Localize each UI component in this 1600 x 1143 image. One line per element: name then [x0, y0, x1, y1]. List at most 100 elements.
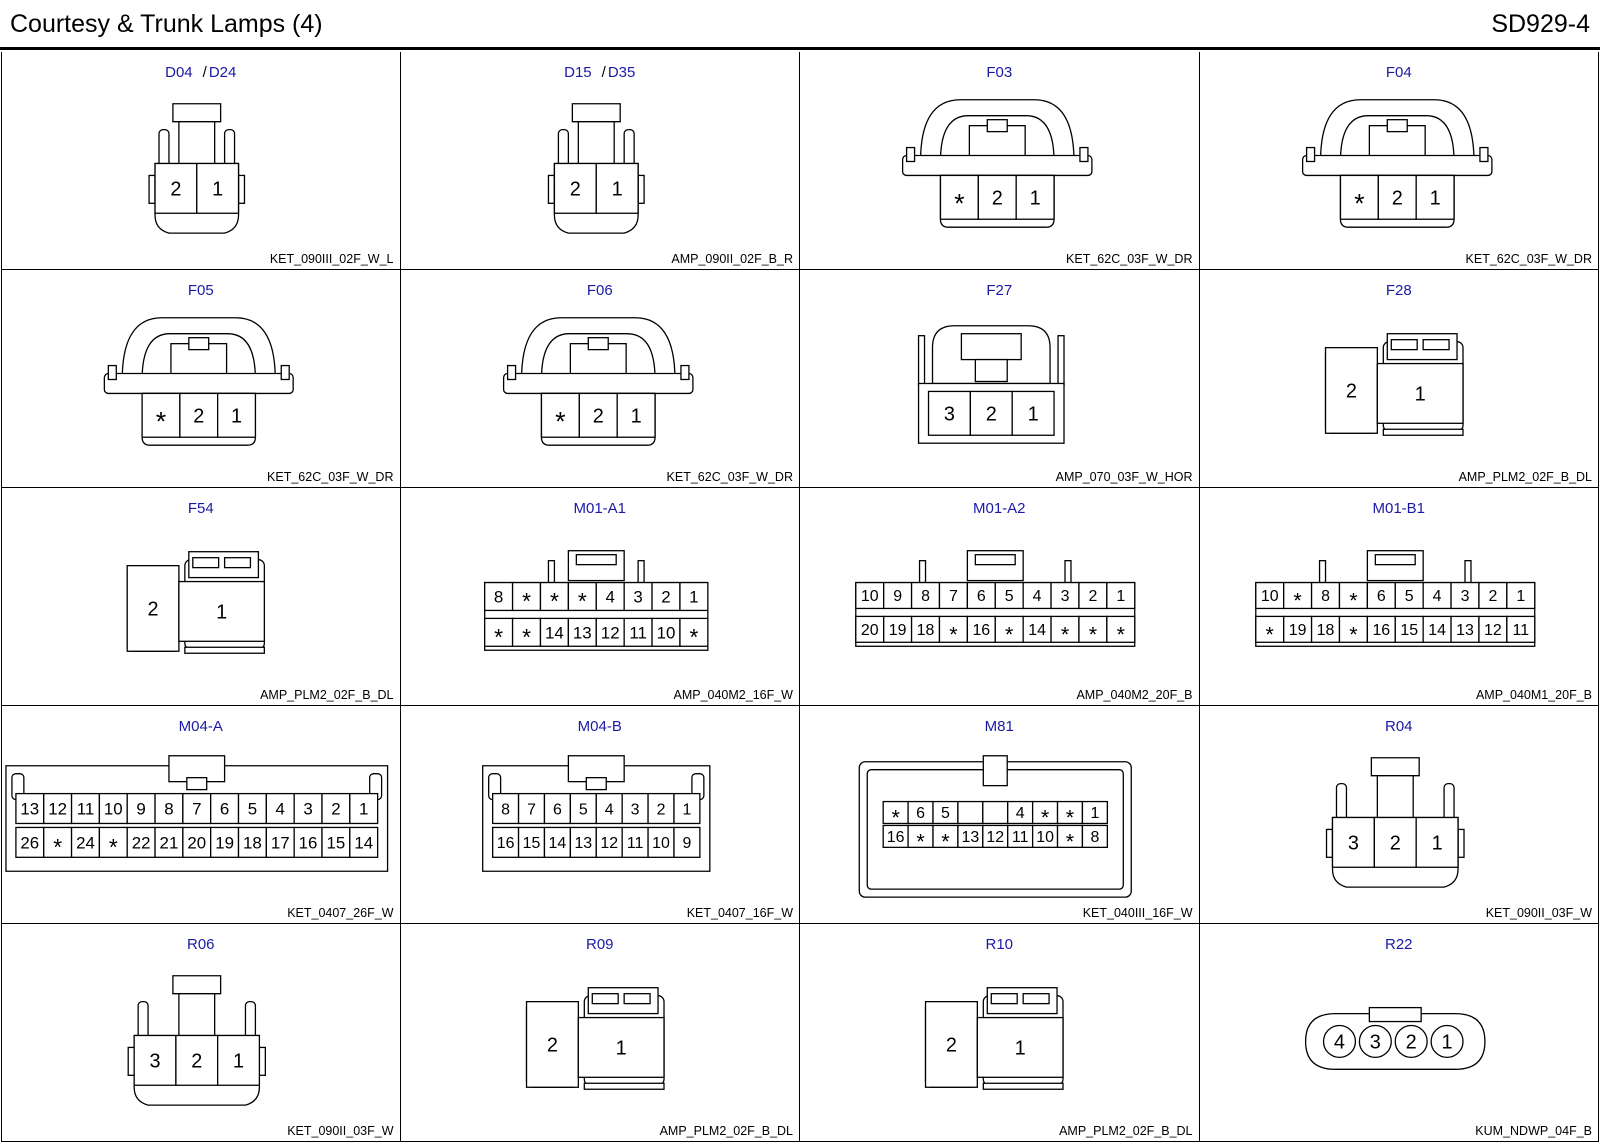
pin-label: 5 [1404, 588, 1413, 605]
pin-label: 13 [961, 829, 979, 846]
connector-outline [103, 372, 294, 395]
pin-label: * [954, 188, 965, 218]
connector-id: M04-A [2, 718, 400, 735]
pin-label: 12 [986, 829, 1004, 846]
connector-id-primary: D04 [165, 64, 193, 81]
pin-label: 1 [689, 588, 698, 607]
pin-cell [578, 392, 618, 438]
pin-label: * [1265, 622, 1274, 646]
connector-outline [960, 333, 1022, 361]
pin-label: 7 [527, 801, 536, 818]
connector-outline [237, 174, 246, 204]
pin-label: 15 [1400, 622, 1418, 639]
connector-outline [1301, 154, 1493, 177]
connector-id-primary: M04-A [178, 718, 223, 735]
pin-label: 16 [972, 622, 990, 639]
pin-cell [1505, 581, 1535, 610]
pin-cell [265, 826, 295, 858]
pin-label: 3 [944, 404, 955, 426]
connector-id-primary: M81 [984, 718, 1014, 735]
pin-label: 1 [1441, 1031, 1452, 1053]
connector-id-primary: R22 [1384, 936, 1413, 953]
pin-label: 2 [592, 406, 603, 428]
pin-cell [957, 800, 984, 825]
pin-label: 16 [299, 833, 318, 852]
pin-cell [1310, 581, 1340, 610]
pin-cell [126, 792, 156, 825]
connector-outline [184, 646, 265, 654]
pin-cell [196, 162, 240, 214]
page-header: Courtesy & Trunk Lamps (4) SD929-4 [0, 0, 1600, 50]
connector-id-primary: F06 [586, 282, 613, 299]
pin-cell [133, 1034, 177, 1086]
pin-cell [43, 826, 73, 858]
connector-id: D04/D24 [2, 64, 400, 81]
connector-outline [990, 993, 1018, 1005]
pin-label: * [1061, 622, 1070, 646]
connector-outline [623, 993, 651, 1005]
pin-label: * [1066, 805, 1075, 829]
pin-label: * [891, 805, 900, 829]
connector-type: AMP_090II_02F_B_R [671, 252, 793, 266]
pin-cell [70, 826, 101, 858]
pin-label: 11 [629, 623, 647, 642]
pin-label: * [949, 622, 958, 646]
pin-cell [577, 1016, 665, 1078]
pin-label: 1 [1414, 383, 1425, 405]
pin-cell [672, 826, 701, 858]
pin-label: 12 [1484, 622, 1502, 639]
pin-label: 11 [626, 835, 643, 852]
pin-label: * [1349, 622, 1358, 646]
pin-cell [154, 826, 184, 858]
pin-label: 2 [170, 179, 181, 201]
pin-label: * [1349, 588, 1358, 612]
connector-id: F04 [1200, 64, 1599, 81]
connector-type: KUM_NDWP_04F_B [1475, 1124, 1592, 1138]
pin-cell [595, 162, 639, 214]
pin-label: 1 [212, 179, 223, 201]
connector-id-primary: F05 [187, 282, 214, 299]
connector-outline [636, 560, 645, 584]
pin-label: * [1066, 829, 1075, 853]
connector-outline [591, 993, 619, 1005]
pin-cell [567, 617, 597, 647]
pin-label: 15 [522, 835, 540, 852]
pin-label: * [916, 829, 925, 853]
pin-label: 2 [1088, 588, 1097, 605]
pin-label: * [1293, 588, 1302, 612]
pin-label: 18 [917, 622, 935, 639]
connector-outline [571, 103, 621, 123]
pin-cell [126, 826, 156, 858]
connector-type: KET_62C_03F_W_DR [666, 470, 793, 484]
pin-cell [178, 580, 265, 642]
connector-outline [901, 154, 1093, 177]
pin-cell [349, 826, 379, 858]
pin-label: 14 [1428, 622, 1446, 639]
pin-label: 2 [986, 404, 997, 426]
pin-cell [141, 392, 181, 438]
pin-label: 12 [48, 800, 67, 819]
page-title: Courtesy & Trunk Lamps (4) [10, 10, 323, 38]
pin-label: 2 [1389, 833, 1400, 855]
pin-label: 9 [682, 835, 691, 852]
pin-label: 14 [548, 835, 566, 852]
pin-label: 10 [861, 588, 879, 605]
pin-label: 8 [1321, 588, 1330, 605]
connector-outline [587, 337, 609, 351]
pin-label: 4 [276, 800, 285, 819]
pin-label: 2 [992, 188, 1003, 210]
pin-cell [1394, 615, 1424, 643]
pin-label: 15 [327, 833, 346, 852]
pin-cell [994, 615, 1024, 643]
pin-cell [182, 826, 212, 858]
